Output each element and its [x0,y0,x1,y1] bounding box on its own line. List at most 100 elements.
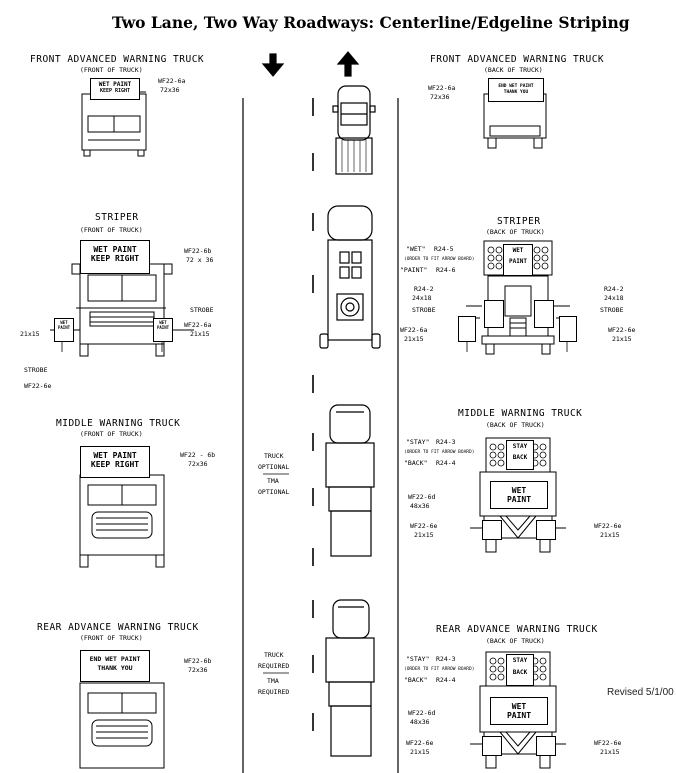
right-wf6e-code: WF22-6e [608,326,636,334]
left-striper-size2: 21x15 [190,330,210,338]
right-wf6a-code: WF22-6a [400,326,428,334]
left-striper-sign-line1: WET PAINT [93,245,137,254]
right-wet-code: R24-5 [434,245,454,253]
front-warning-truck-plan [332,85,376,175]
left-front-code: WF22-6a [158,77,186,85]
left-front-sign: WET PAINT KEEP RIGHT [90,78,140,100]
right-front-title: FRONT ADVANCED WARNING TRUCK [430,54,605,65]
right-stay-code: R24-3 [436,438,456,446]
right-rear-arrowboard: STAY BACK [506,654,534,686]
right-rear-code-right: WF22-6e [594,739,622,747]
left-rear-size: 72x36 [188,666,208,674]
right-r242-right: R24-2 [604,285,624,293]
left-small-sign-b-line1: WET [159,320,167,325]
right-wf6a-size: 21x15 [404,335,424,343]
right-front-sign-line1: END WET PAINT [498,84,534,89]
left-small-sign-b: WET PAINT [153,318,173,342]
lane1-truck-label: TRUCK [264,452,284,460]
left-small-sign-a-line2: PAINT [57,324,71,330]
left-rear-title: REAR ADVANCE WARNING TRUCK [37,622,199,633]
right-striper-arrowboard: WET PAINT [503,244,533,276]
middle-warning-truck-plan [325,404,375,557]
right-mid-code-left: WF22-6e [410,522,438,530]
right-front-sign-line2: THANK YOU [503,90,529,96]
right-order-note2: (ORDER TO FIT ARROW BOARD) [404,450,475,455]
right-rear-side-sign-left [482,736,502,756]
left-rear-sub: (FRONT OF TRUCK) [80,634,143,642]
right-arrowboard2-stay: STAY [512,657,528,664]
left-middle-sign-line2: KEEP RIGHT [90,460,140,470]
right-middle-truck-drawing [470,437,566,553]
left-striper-code3: WF22-6e [24,382,52,390]
left-striper-strobe: STROBE [190,306,214,314]
left-middle-code: WF22 - 6b [180,451,216,459]
right-wf6d-size2: 48x36 [410,718,430,726]
left-rear-sign: END WET PAINT THANK YOU [80,650,150,682]
right-rear-size-right: 21x15 [600,748,620,756]
right-rear-sign-paint: PAINT [506,711,532,721]
right-striper-sub: (BACK OF TRUCK) [486,228,545,236]
page-title: Two Lane, Two Way Roadways: Centerline/E… [112,13,630,32]
right-back-quote2: "BACK" [404,676,428,684]
right-r242-left-size: 24x18 [412,294,432,302]
right-mid-size-left: 21x15 [414,531,434,539]
lane2-truck-label: TRUCK [264,651,284,659]
right-wf6d-code: WF22-6d [408,493,436,501]
left-front-truck-drawing [81,91,147,157]
left-middle-sign-line1: WET PAINT [93,451,137,460]
right-mid-size-right: 21x15 [600,531,620,539]
left-striper-size: 72 x 36 [186,256,214,264]
right-stay-quote2: "STAY" [406,655,430,663]
right-rear-sub: (BACK OF TRUCK) [486,637,545,645]
left-middle-title: MIDDLE WARNING TRUCK [56,418,181,429]
right-wet-quote: "WET" [406,245,426,253]
left-striper-sign-line2: KEEP RIGHT [90,254,140,264]
left-front-title: FRONT ADVANCED WARNING TRUCK [30,54,205,65]
right-middle-sub: (BACK OF TRUCK) [486,421,545,429]
right-stay-quote: "STAY" [406,438,430,446]
right-arrowboard-wet: WET [512,247,524,254]
lane2-tma-label: TMA [267,677,279,685]
striper-truck-plan [319,205,381,349]
left-small-sign-b-line2: PAINT [156,324,170,330]
down-arrow-icon [261,53,285,77]
rear-warning-truck-plan [325,599,375,757]
right-wf6e-size: 21x15 [612,335,632,343]
right-middle-wet-paint-sign: WET PAINT [490,481,548,509]
right-middle-title: MIDDLE WARNING TRUCK [458,408,583,419]
left-striper-size-left: 21x15 [20,330,40,338]
left-striper-truck-drawing [50,263,194,357]
right-front-code: WF22-6a [428,84,456,92]
right-striper-side-sign-left [458,316,476,342]
left-striper-code: WF22-6b [184,247,212,255]
left-front-size: 72x36 [160,86,180,94]
right-middle-side-sign-right [536,520,556,540]
revised-date: Revised 5/1/00 [607,687,674,698]
left-rear-truck-drawing [79,682,165,769]
right-arrowboard-stay: STAY [512,443,528,450]
right-r242-right-size: 24x18 [604,294,624,302]
left-front-sign-line1: WET PAINT [98,81,132,88]
right-strobe-left: STROBE [412,306,436,314]
left-middle-sub: (FRONT OF TRUCK) [80,430,143,438]
left-middle-truck-drawing [79,474,165,568]
right-stay-code2: R24-3 [436,655,456,663]
right-rear-code-left: WF22-6e [406,739,434,747]
right-arrowboard-paint: PAINT [508,257,528,265]
up-arrow-icon [336,51,360,77]
right-middle-sign-paint: PAINT [506,495,532,505]
left-small-sign-a: WET PAINT [54,318,74,342]
right-rear-side-sign-right [536,736,556,756]
lane1-tma-label: TMA [267,477,279,485]
right-arrowboard-back: BACK [512,453,528,461]
right-front-truck-drawing [483,93,547,149]
right-order-note3: (ORDER TO FIT ARROW BOARD) [404,667,475,672]
lane2-required2-label: REQUIRED [258,688,290,696]
left-front-sign-line2: KEEP RIGHT [99,87,131,94]
right-mid-code-right: WF22-6e [594,522,622,530]
right-middle-arrowboard: STAY BACK [506,440,534,470]
left-rear-sign-line1: END WET PAINT [89,655,141,663]
right-rear-wet-paint-sign: WET PAINT [490,697,548,725]
